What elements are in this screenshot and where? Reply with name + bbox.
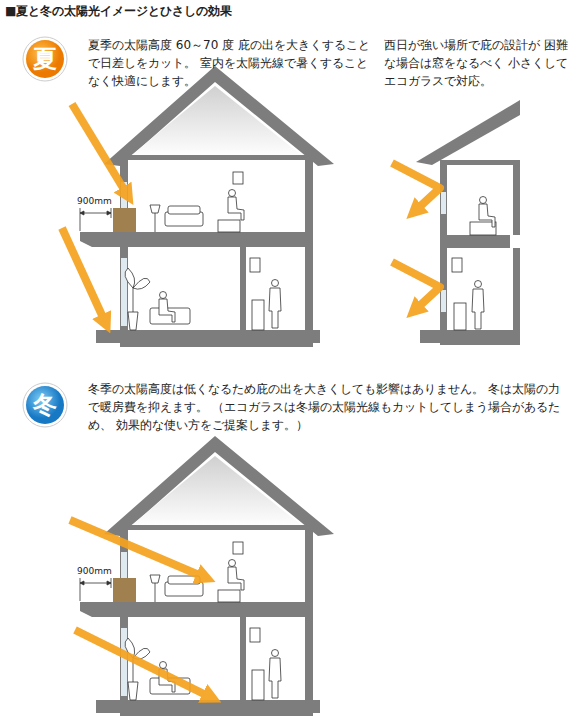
sun-ray bbox=[392, 262, 440, 311]
house-section bbox=[80, 66, 334, 347]
summer-note: 夏季の太陽高度 60～70 度 庇の出を大きくすることで日差しをカット。 室内を… bbox=[88, 36, 370, 90]
dimension: 900mm bbox=[76, 566, 113, 577]
west-sun-note: 西日が強い場所で庇の設計が 困難な場合は窓をなるべく 小さくしてエコガラスで対応… bbox=[384, 36, 574, 90]
badge-text: 夏 bbox=[33, 47, 57, 71]
sun-ray bbox=[72, 104, 128, 196]
house-section bbox=[80, 436, 334, 716]
dimension: 900mm bbox=[76, 196, 113, 207]
winter-note: 冬季の太陽高度は低くなるため庇の出を大きくしても影響はありません。 冬は太陽の力… bbox=[88, 380, 566, 434]
title: ■夏と冬の太陽光イメージとひさしの効果 bbox=[5, 2, 232, 20]
sun-ray bbox=[70, 520, 206, 578]
badge-text: 冬 bbox=[33, 393, 57, 417]
small-house-section bbox=[416, 100, 520, 345]
season-badge: 冬 bbox=[22, 382, 68, 428]
sun-ray bbox=[62, 228, 106, 324]
season-badge: 夏 bbox=[22, 36, 68, 82]
sun-ray bbox=[392, 163, 440, 212]
sun-ray bbox=[75, 630, 212, 698]
